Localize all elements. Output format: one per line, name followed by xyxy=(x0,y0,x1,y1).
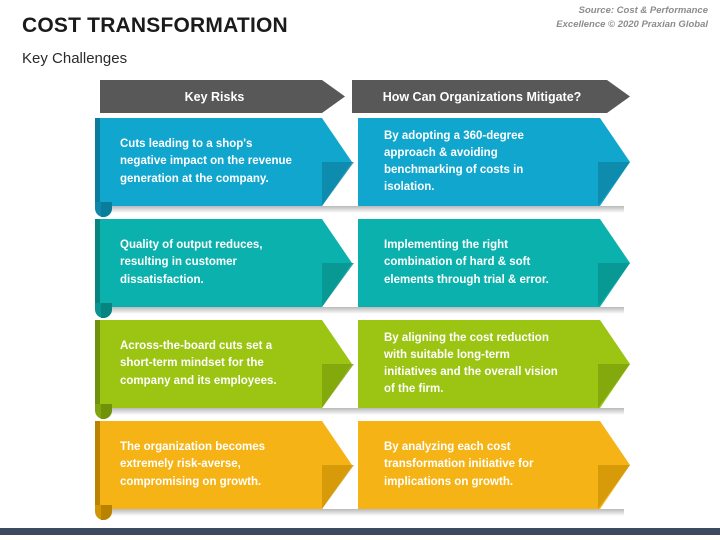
arrow-tip-shade-left xyxy=(322,162,354,206)
row-left-edge xyxy=(95,118,101,206)
row-fold-curl-inner xyxy=(101,202,112,217)
source-attribution: Source: Cost & Performance Excellence © … xyxy=(556,5,708,30)
mitigation-text: Implementing the right combination of ha… xyxy=(384,239,549,286)
risk-band[interactable]: The organization becomes extremely risk-… xyxy=(100,421,352,509)
table-row: Across-the-board cuts set a short-term m… xyxy=(0,320,720,419)
column-header-right-label: How Can Organizations Mitigate? xyxy=(382,89,582,104)
column-header-mitigation: How Can Organizations Mitigate? xyxy=(352,80,630,113)
row-left-edge xyxy=(95,320,101,408)
table-row: The organization becomes extremely risk-… xyxy=(0,421,720,520)
column-header-key-risks: Key Risks xyxy=(100,80,345,113)
mitigation-band[interactable]: By analyzing each cost transformation in… xyxy=(358,421,630,509)
mitigation-text: By analyzing each cost transformation in… xyxy=(384,441,534,488)
risk-text: Across-the-board cuts set a short-term m… xyxy=(120,340,277,387)
arrow-tip-shade-left xyxy=(322,465,354,509)
row-left-edge xyxy=(95,219,101,307)
mitigation-band[interactable]: By aligning the cost reduction with suit… xyxy=(358,320,630,408)
row-shadow xyxy=(104,206,624,213)
row-fold-curl-inner xyxy=(101,505,112,520)
risk-text: Quality of output reduces, resulting in … xyxy=(120,239,263,286)
risk-text: The organization becomes extremely risk-… xyxy=(120,441,266,488)
risk-band[interactable]: Across-the-board cuts set a short-term m… xyxy=(100,320,352,408)
table-row: Quality of output reduces, resulting in … xyxy=(0,219,720,318)
mitigation-band[interactable]: By adopting a 360-degree approach & avoi… xyxy=(358,118,630,206)
page-subtitle: Key Challenges xyxy=(22,50,128,67)
mitigation-text: By adopting a 360-degree approach & avoi… xyxy=(384,129,524,194)
arrow-tip-shade-left xyxy=(322,364,354,408)
arrow-tip-shade-left xyxy=(322,263,354,307)
risk-band[interactable]: Quality of output reduces, resulting in … xyxy=(100,219,352,307)
row-shadow xyxy=(104,307,624,314)
row-shadow xyxy=(104,408,624,415)
row-fold-curl-inner xyxy=(101,303,112,318)
risk-text: Cuts leading to a shop's negative impact… xyxy=(120,138,292,185)
row-left-edge xyxy=(95,421,101,509)
footer-bar xyxy=(0,528,720,535)
row-fold-curl-inner xyxy=(101,404,112,419)
mitigation-band[interactable]: Implementing the right combination of ha… xyxy=(358,219,630,307)
page-title: COST TRANSFORMATION xyxy=(22,14,288,37)
column-header-left-label: Key Risks xyxy=(184,89,245,104)
mitigation-text: By aligning the cost reduction with suit… xyxy=(384,331,558,396)
risk-band[interactable]: Cuts leading to a shop's negative impact… xyxy=(100,118,352,206)
table-row: Cuts leading to a shop's negative impact… xyxy=(0,118,720,217)
row-shadow xyxy=(104,509,624,516)
